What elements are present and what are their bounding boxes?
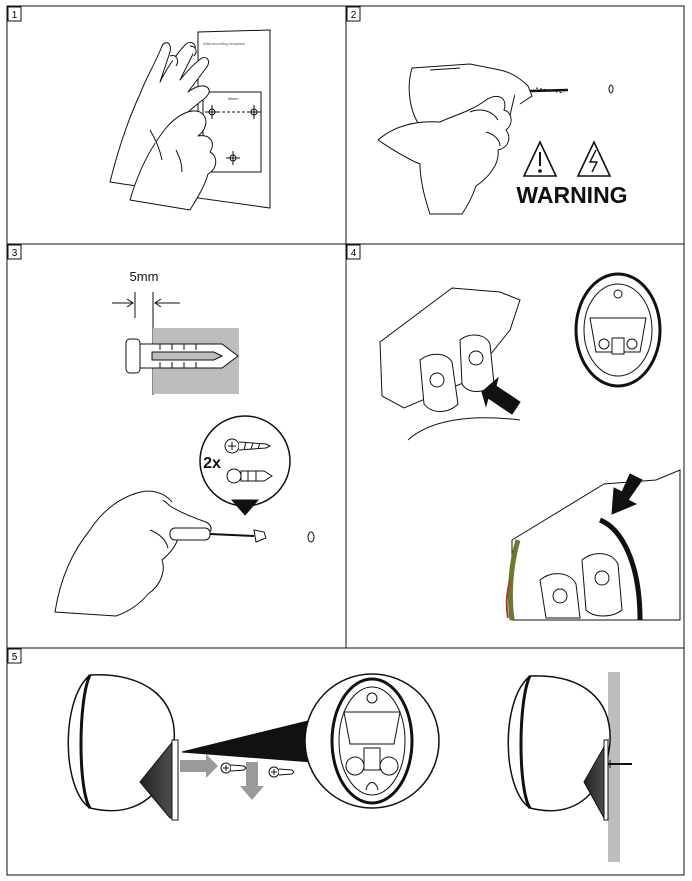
svg-text:1: 1 bbox=[12, 10, 18, 21]
screw-icon bbox=[268, 766, 295, 778]
quantity-label: 2x bbox=[203, 455, 221, 472]
crosshair-icon bbox=[205, 105, 219, 119]
speaker-wire-green bbox=[507, 539, 521, 621]
parts-callout: 2x bbox=[199, 415, 291, 516]
mounted-speaker-icon bbox=[507, 672, 632, 862]
screw-icon bbox=[224, 438, 272, 454]
hand-illustration bbox=[54, 490, 212, 617]
insert-arrow-icon bbox=[611, 473, 643, 515]
crosshair-icon bbox=[247, 105, 261, 119]
panel-frames bbox=[6, 5, 685, 876]
hand-illustration bbox=[377, 95, 512, 215]
step-number-2: 2 bbox=[346, 6, 361, 22]
screwdriver-icon bbox=[169, 527, 267, 543]
wall-hole-icon bbox=[307, 531, 315, 543]
template-sheet bbox=[197, 29, 271, 209]
step-number-4: 4 bbox=[346, 244, 361, 260]
svg-text:4: 4 bbox=[351, 248, 357, 259]
svg-text:3: 3 bbox=[12, 248, 18, 259]
panel-5-mounting-illustration bbox=[67, 672, 632, 862]
terminal-closeup bbox=[505, 469, 681, 621]
speaker-side-icon bbox=[67, 674, 179, 821]
panel-3-plug-illustration: 5mm 2x bbox=[54, 269, 315, 617]
gray-arrow-down-icon bbox=[240, 762, 264, 800]
panel-1-template-illustration: Wall-mounting template 48mm bbox=[109, 29, 271, 211]
step-number-5: 5 bbox=[7, 648, 22, 664]
gray-arrow-right-icon bbox=[180, 754, 218, 778]
crosshair-icon bbox=[226, 151, 240, 165]
wall-section bbox=[608, 672, 620, 862]
speaker-wire-black bbox=[598, 517, 643, 621]
depth-label: 5mm bbox=[130, 269, 159, 284]
panel-2-drill-illustration: WARNING bbox=[377, 63, 628, 215]
hand-illustration bbox=[109, 41, 217, 211]
step-number-1: 1 bbox=[7, 6, 22, 22]
speaker-wire-red bbox=[505, 579, 511, 619]
panel-5-frame bbox=[6, 647, 685, 876]
panel-4-cable-illustration bbox=[379, 272, 681, 621]
back-plate-callout bbox=[304, 673, 440, 809]
template-dimension: 48mm bbox=[227, 96, 239, 101]
callout-wedge bbox=[181, 719, 313, 763]
svg-text:2: 2 bbox=[351, 10, 357, 21]
svg-text:5: 5 bbox=[12, 652, 18, 663]
panel-3-frame bbox=[6, 243, 347, 649]
speaker-back-icon bbox=[574, 272, 662, 388]
step-number-3: 3 bbox=[7, 244, 22, 260]
screw-icon bbox=[220, 762, 247, 774]
insert-arrow-icon bbox=[481, 376, 521, 415]
speaker-back-closeup bbox=[379, 287, 521, 441]
warning-triangle-icon bbox=[522, 140, 558, 177]
template-box bbox=[202, 91, 262, 173]
wall-hole-icon bbox=[608, 84, 614, 94]
warning-text: WARNING bbox=[516, 182, 627, 208]
template-title: Wall-mounting template bbox=[203, 41, 246, 46]
electric-hazard-icon bbox=[576, 140, 612, 177]
wall-plug-icon bbox=[226, 468, 273, 484]
panel-2-frame bbox=[345, 5, 685, 245]
wall-plug-icon bbox=[125, 338, 239, 374]
